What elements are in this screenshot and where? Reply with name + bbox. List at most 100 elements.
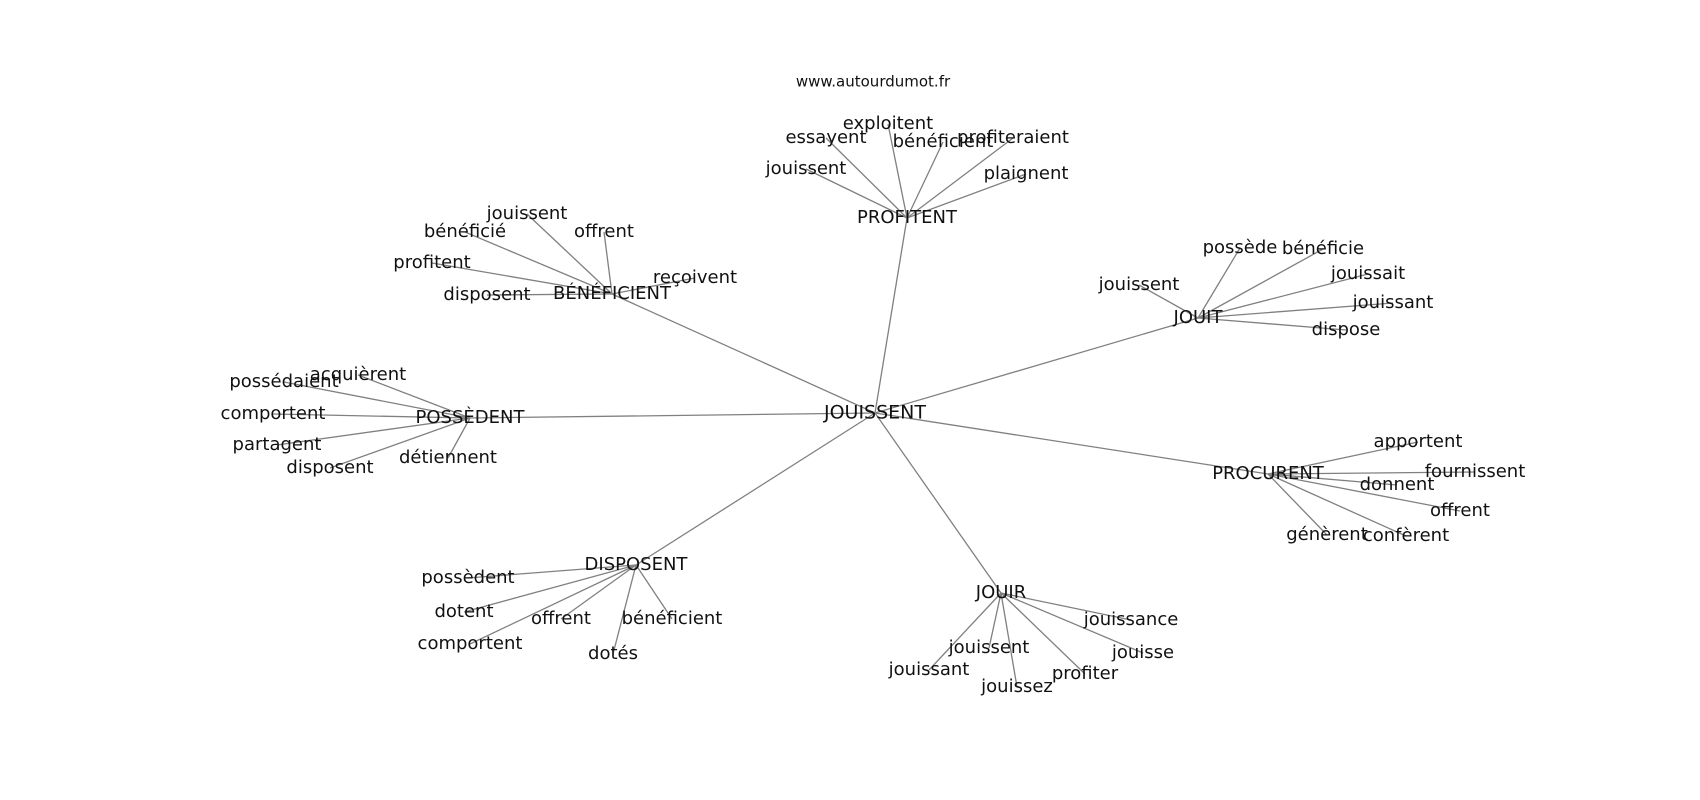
leaf-word: jouissez [980,676,1053,697]
leaf-word: donnent [1360,474,1435,495]
leaf-word: offrent [1430,500,1490,521]
leaf-word: disposent [286,457,373,478]
leaf-word: jouissance [1083,609,1179,630]
leaf-word: dotent [434,601,493,622]
hub-word: JOUIR [975,582,1026,603]
leaf-word: exploitent [843,113,933,134]
leaf-word: essayent [785,127,866,148]
hub-leaf-edge [1197,247,1241,319]
leaf-word: reçoivent [653,267,737,288]
leaf-word: jouissent [1098,274,1180,295]
hub-leaf-edge [1267,473,1328,536]
hub-leaf-edge [635,564,673,620]
leaf-word: jouisse [1111,642,1174,663]
hub-leaf-edge [1197,302,1394,319]
hub-word: POSSÈDENT [416,406,526,428]
hub-leaf-edge [1197,317,1347,331]
leaf-word: jouissant [888,659,970,680]
leaf-word: partagent [233,434,322,455]
hub-leaf-edge [1000,592,1132,621]
leaf-word: possédaient [229,371,338,392]
graph-edges [272,123,1476,688]
hub-leaf-edge [1000,592,1086,675]
leaf-word: comportent [221,403,326,424]
hub-leaf-edge [825,137,908,219]
hub-leaf-edge [560,564,637,620]
leaf-word: jouissent [948,637,1030,658]
hub-leaf-edge [603,231,613,295]
hub-leaf-edge [357,374,471,419]
center-hub-edge [874,217,908,414]
hub-leaf-edge [906,173,1027,219]
leaf-word: jouissent [486,203,568,224]
hub-leaf-edge [467,564,637,579]
leaf-word: offrent [574,221,634,242]
center-word: JOUISSENT [823,402,926,424]
hub-leaf-edge [283,381,471,419]
leaf-word: apportent [1374,431,1463,452]
center-hub-edge [874,412,1269,475]
hub-leaf-edge [464,231,613,295]
hub-leaf-edge [928,592,1002,671]
leaf-word: bénéficie [1282,238,1364,259]
hub-leaf-edge [486,293,613,296]
hub-word: PROFITENT [857,207,958,228]
leaf-word: dotés [588,643,638,664]
hub-leaf-edge [1267,473,1461,512]
leaf-word: détiennent [399,447,497,468]
leaf-word: plaignent [984,163,1069,184]
leaf-word: fournissent [1425,461,1526,482]
leaf-word: profiter [1052,663,1119,684]
leaf-word: comportent [418,633,523,654]
hub-word: BÉNÉFICIENT [553,282,672,304]
leaf-word: jouissait [1330,263,1405,284]
hub-leaf-edge [1000,592,1144,654]
hub-leaf-edge [1267,441,1419,475]
center-hub-edge [874,412,1002,594]
center-hub-edge [469,412,876,419]
leaf-word: génèrent [1286,524,1368,545]
hub-leaf-edge [1000,592,1018,688]
hub-leaf-edge [272,413,471,419]
hub-leaf-edge [906,141,944,219]
leaf-word: bénéficié [424,221,506,242]
hub-leaf-edge [463,564,637,613]
hub-leaf-edge [431,262,613,295]
center-hub-edge [635,412,876,566]
leaf-word: profiteraient [957,127,1069,148]
hub-leaf-edge [612,564,637,655]
hub-leaf-edge [906,137,1014,219]
source-credit: www.autourdumot.fr [796,73,951,91]
hub-leaf-edge [526,213,613,295]
hub-leaf-edge [469,564,637,645]
leaf-word: possèdent [421,567,514,588]
hub-leaf-edge [611,277,696,295]
hub-leaf-edge [1197,248,1324,319]
hub-leaf-edge [329,417,471,469]
hub-leaf-edge [1197,273,1369,319]
center-hub-edge [611,293,876,414]
leaf-word: dispose [1312,319,1381,340]
hub-leaf-edge [1267,473,1407,537]
hub-word: PROCURENT [1212,463,1325,484]
hub-word: DISPOSENT [585,554,689,575]
leaf-word: bénéficient [893,131,994,152]
leaf-word: bénéficient [622,608,723,629]
leaf-word: confèrent [1363,525,1449,546]
hub-leaf-edge [276,417,471,446]
hub-leaf-edge [887,123,908,219]
leaf-word: offrent [531,608,591,629]
leaf-word: jouissent [765,158,847,179]
hub-leaf-edge [447,417,471,459]
leaf-word: profitent [393,252,470,273]
hub-leaf-edge [1267,471,1476,475]
hub-leaf-edge [805,168,908,219]
leaf-word: disposent [443,284,530,305]
leaf-word: possède [1203,237,1278,258]
hub-leaf-edge [988,592,1002,649]
leaf-word: acquièrent [310,364,406,385]
hub-leaf-edge [1138,284,1199,319]
leaf-word: jouissant [1352,292,1434,313]
